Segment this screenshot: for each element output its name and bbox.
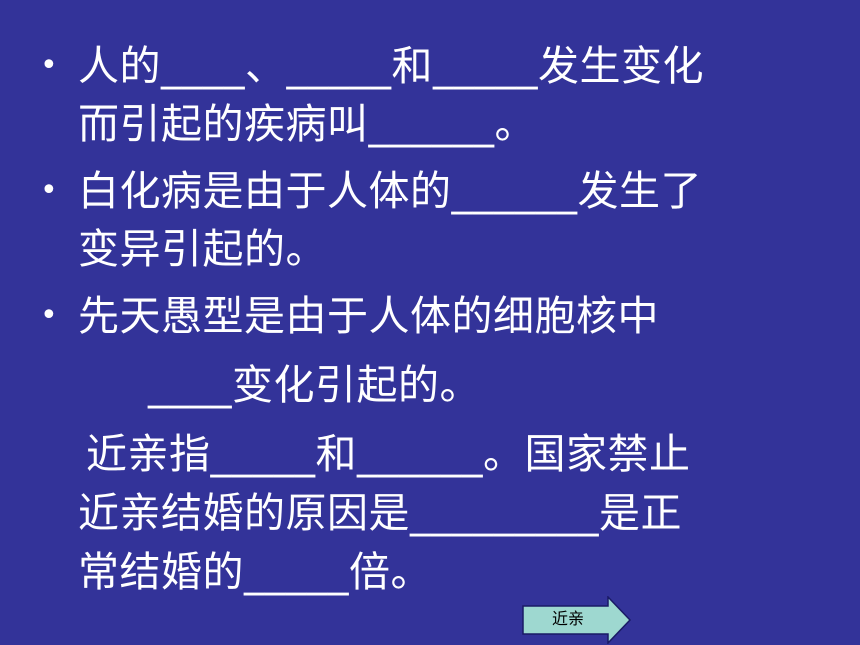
question-2-line-1: 白化病是由于人体的______发生了 <box>78 167 702 215</box>
bullet-marker: • <box>40 173 58 208</box>
question-1-line-1: 人的____、_____和_____发生变化 <box>78 42 704 90</box>
next-arrow-label: 近亲 <box>551 609 584 628</box>
next-arrow-button[interactable]: 近亲 <box>522 596 632 644</box>
question-3-line-1: 先天愚型是由于人体的细胞核中 <box>78 292 659 340</box>
question-1-line-2: 而引起的疾病叫______。 <box>78 100 536 148</box>
question-4-line-1: 近亲指_____和______。国家禁止 <box>86 430 691 478</box>
bullet-marker: • <box>40 48 58 83</box>
bullet-marker: • <box>40 298 58 333</box>
right-arrow-icon <box>522 596 632 644</box>
question-4-line-3: 常结婚的_____倍。 <box>78 548 432 596</box>
question-3-line-2: ____变化引起的。 <box>148 361 481 409</box>
question-2-line-2: 变异引起的。 <box>78 225 327 273</box>
question-4-line-2: 近亲结婚的原因是_________是正 <box>78 489 682 537</box>
